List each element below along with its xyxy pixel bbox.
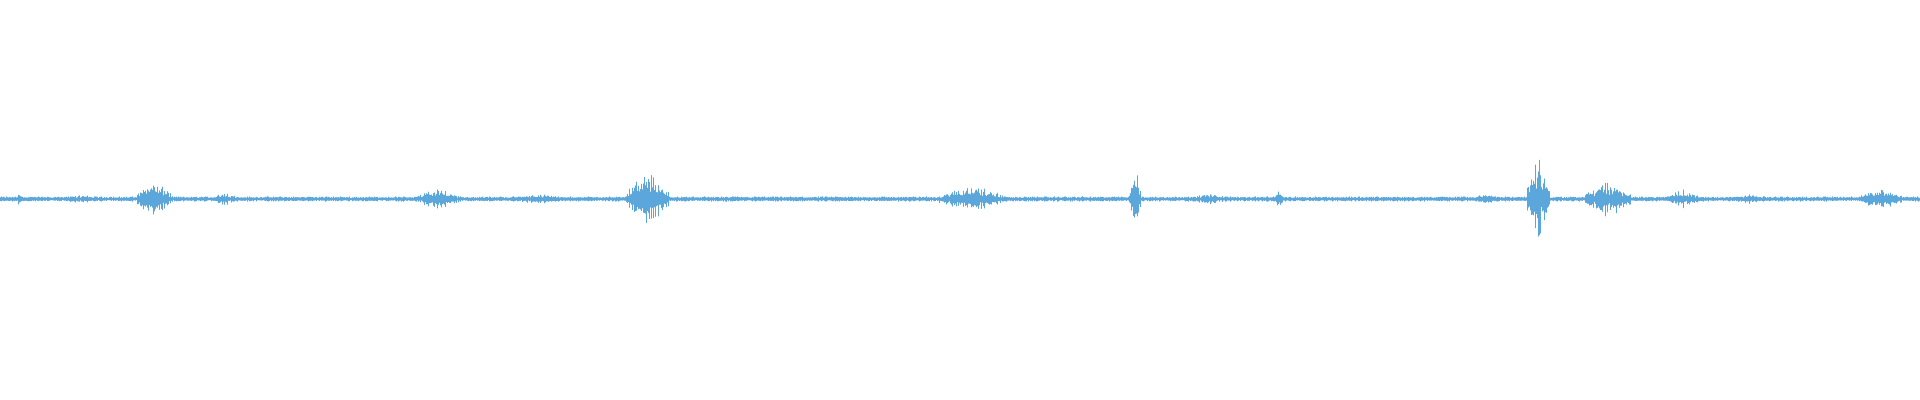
waveform-path-group <box>0 159 1920 237</box>
waveform-signal <box>0 159 1920 237</box>
